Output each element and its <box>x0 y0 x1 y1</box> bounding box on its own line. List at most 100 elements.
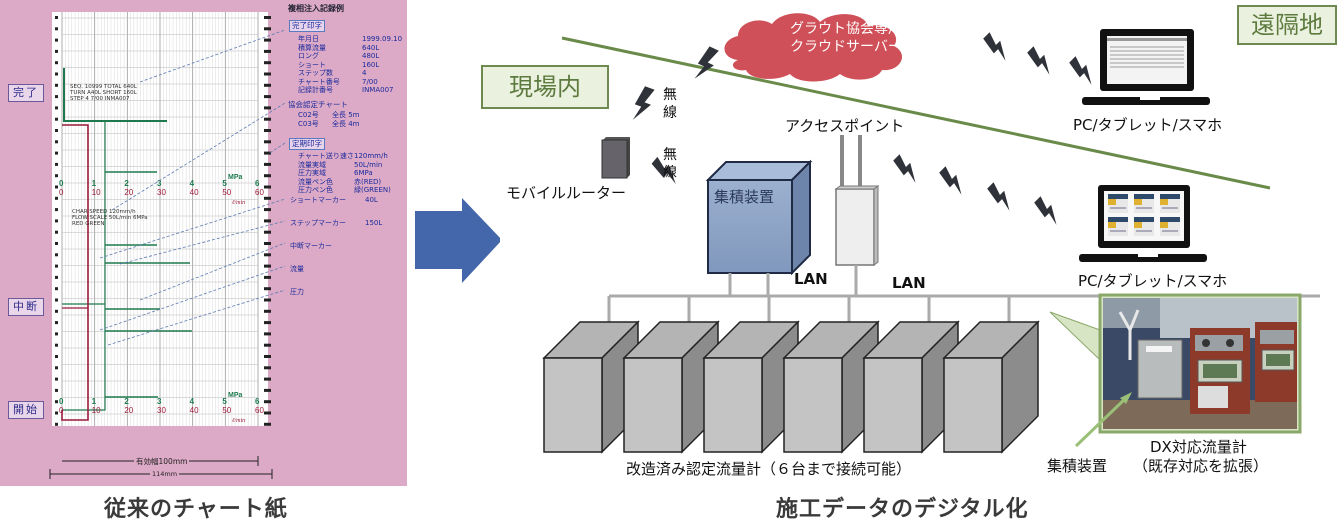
lightning-bolt-icon <box>632 86 655 120</box>
sprocket-hole <box>264 400 271 404</box>
mpa-tick-label: 1 <box>92 397 97 406</box>
cloud-server-label: グラウト協会専用 クラウドサーバー <box>771 20 921 56</box>
annotation-label: C02号 <box>298 111 319 119</box>
annotation-label: 流量実域 <box>298 160 326 169</box>
dashboard-tile <box>1108 217 1128 236</box>
annotation-value: 赤(RED) <box>354 177 382 186</box>
annotation-label: 圧力実域 <box>298 169 326 177</box>
flow-tick-label: 60 <box>255 188 264 197</box>
header-line: SEQ. 10999 TOTAL 640L <box>70 84 137 90</box>
annotation-value: 480L <box>362 52 380 60</box>
sprocket-hole <box>55 298 58 302</box>
sprocket-hole <box>264 230 271 234</box>
mpa-tick-label: 2 <box>124 179 129 188</box>
sprocket-hole <box>55 83 58 87</box>
periodic-print-head: 定期印字 <box>289 138 325 150</box>
flow-tick-label: 20 <box>124 406 133 415</box>
sprocket-hole <box>55 411 58 415</box>
flow-tick-label: 20 <box>124 188 133 197</box>
sprocket-hole <box>55 208 58 212</box>
sprocket-hole <box>264 264 271 268</box>
sprocket-hole <box>264 366 271 370</box>
sprocket-hole <box>264 129 271 132</box>
sprocket-hole <box>264 242 271 245</box>
mpa-tick-label: 4 <box>190 397 195 406</box>
lightning-bolt-icon <box>893 154 916 183</box>
wireless-signals <box>632 32 1092 225</box>
sprocket-hole <box>55 72 58 76</box>
annotation-value: 緑(GREEN) <box>354 186 391 194</box>
lan-label-1: LAN <box>794 270 828 288</box>
sprocket-hole <box>55 264 58 268</box>
lightning-bolt-icon <box>651 156 676 185</box>
label-interrupt: 中断 <box>8 298 44 316</box>
sprocket-hole <box>264 343 271 347</box>
lightning-bolt-icon <box>1034 196 1057 225</box>
sprocket-hole <box>264 38 271 42</box>
pressure-trace <box>63 68 167 122</box>
sprocket-hole <box>55 129 58 132</box>
sprocket-hole <box>264 196 271 200</box>
dim-total-width: 114mm <box>150 470 180 479</box>
sprocket-hole <box>55 366 58 370</box>
lightning-bolt-icon <box>987 182 1010 211</box>
lightning-bolt-icon <box>1027 46 1050 75</box>
pressure-trace <box>62 121 106 411</box>
sprocket-hole <box>264 185 271 189</box>
flow-unit-label: ℓ/min <box>232 418 245 424</box>
zone-divider-line <box>561 36 1271 190</box>
annotation-label: ステップ数 <box>298 69 333 77</box>
flow-tick-label: 30 <box>157 188 166 197</box>
sprocket-hole <box>55 422 58 426</box>
photo-aggregator-label: 集積装置 <box>1047 457 1108 475</box>
flow-tick-label: 30 <box>157 406 166 415</box>
sprocket-hole <box>55 95 58 99</box>
sprocket-hole <box>264 332 271 336</box>
sprocket-hole <box>55 377 58 381</box>
cloud-line-1: グラウト協会専用 <box>790 21 902 37</box>
dim-effective-width: 有効幅100mm <box>134 457 190 466</box>
mpa-tick-label: 6 <box>255 397 260 406</box>
annotation-label: ショートマーカー <box>290 196 346 204</box>
sprocket-hole <box>55 196 58 200</box>
transition-arrow-icon <box>415 198 500 283</box>
sprocket-hole <box>264 377 271 381</box>
sprocket-hole <box>55 219 58 223</box>
sprocket-hole <box>264 117 271 121</box>
sprocket-hole <box>264 219 271 223</box>
annotation-value: 640L <box>362 43 380 52</box>
annotation-label: 流量 <box>290 265 304 273</box>
aggregator-box-icon <box>705 159 813 276</box>
annotation-label: 年月日 <box>298 35 319 43</box>
dx-flowmeter-sublabel: （既存対応を拡張） <box>1133 457 1269 475</box>
sprocket-hole <box>55 343 58 347</box>
sprocket-hole <box>264 422 271 426</box>
dashboard-tile <box>1160 194 1180 213</box>
dashboard-tile <box>1108 194 1128 213</box>
annotation-leader <box>99 265 286 331</box>
annotation-value: 160L <box>362 60 380 69</box>
flow-tick-label: 10 <box>92 406 101 415</box>
lightning-bolt-icon <box>1069 56 1092 85</box>
flow-tick-label: 50 <box>222 188 231 197</box>
dashboard-tile <box>1134 217 1154 236</box>
sprocket-hole <box>264 140 271 144</box>
aggregator-label: 集積装置 <box>714 188 775 206</box>
zone-label-remote: 遠隔地 <box>1237 5 1337 45</box>
annotation-value: 150L <box>365 219 383 227</box>
sprocket-hole <box>55 253 58 257</box>
sprocket-hole <box>55 287 58 291</box>
devices-label-bottom: PC/タブレット/スマホ <box>1078 272 1228 290</box>
access-point-icon <box>834 135 880 266</box>
laptop-bottom-icon <box>1079 185 1207 262</box>
header-line: TURN A40L SHORT 160L <box>70 90 137 96</box>
mpa-tick-label: 0 <box>59 397 64 406</box>
label-start: 開始 <box>8 401 44 419</box>
mpa-tick-label: 6 <box>255 179 260 188</box>
annotation-label: 記録計番号 <box>298 86 333 94</box>
sprocket-hole <box>55 275 58 279</box>
sprocket-hole <box>55 140 58 144</box>
mid-line: CHAR SPEED 120mm/h <box>72 209 136 215</box>
flowmeters-caption: 改造済み認定流量計（６台まで接続可能） <box>626 460 912 478</box>
sprocket-hole <box>55 106 58 110</box>
